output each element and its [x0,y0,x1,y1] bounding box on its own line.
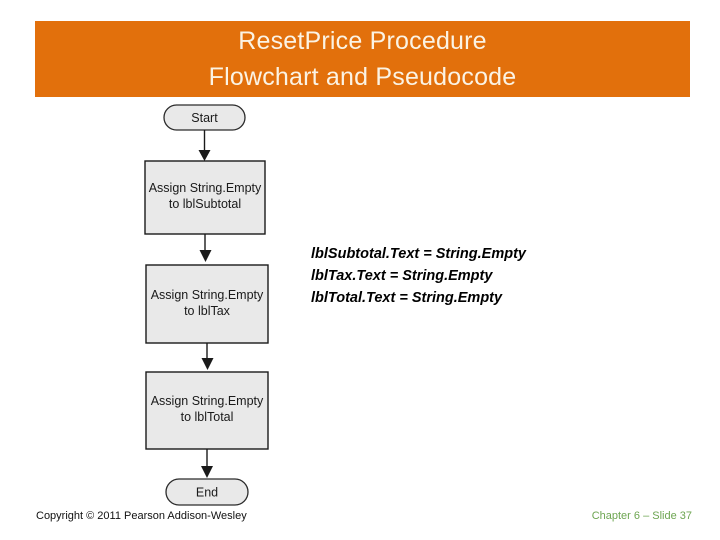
flowchart-node-assign-total[interactable]: Assign String.Empty to lblTotal [145,371,269,450]
assign-tax-label-line-1: Assign String.Empty [151,288,264,302]
footer-chapter-slide: Chapter 6 – Slide 37 [591,510,692,522]
footer-copyright: Copyright © 2011 Pearson Addison-Wesley [36,510,247,522]
end-terminator-label: End [196,486,218,500]
connector-start-to-subtotal [198,130,211,161]
connector-tax-to-total [201,343,214,370]
assign-total-label-line-1: Assign String.Empty [151,394,264,408]
flowchart-node-end[interactable]: End [165,478,249,506]
end-terminator-shape [165,478,249,506]
arrowhead-icon [201,466,213,478]
assign-subtotal-process-shape [144,160,266,235]
flowchart-node-assign-tax[interactable]: Assign String.Empty to lblTax [145,264,269,344]
connector-subtotal-to-tax [199,234,212,262]
assign-tax-label-line-2: to lblTax [184,304,231,318]
assign-subtotal-label-line-2: to lblSubtotal [169,197,241,211]
assign-subtotal-label-line-1: Assign String.Empty [149,181,262,195]
pseudocode-block: lblSubtotal.Text = String.Empty lblTax.T… [311,243,611,309]
pseudocode-line-2: lblTax.Text = String.Empty [311,268,493,284]
slide-title-banner: ResetPrice Procedure Flowchart and Pseud… [35,21,690,97]
arrowhead-icon [198,150,211,161]
flowchart-node-assign-subtotal[interactable]: Assign String.Empty to lblSubtotal [144,160,266,235]
arrowhead-icon [201,358,214,370]
connector-total-to-end [201,449,213,478]
pseudocode-line-1: lblSubtotal.Text = String.Empty [311,246,526,262]
start-terminator-label: Start [191,111,218,125]
flowchart-node-start[interactable]: Start [163,104,246,131]
slide-title-line-2: Flowchart and Pseudocode [208,63,517,91]
pseudocode-line-3: lblTotal.Text = String.Empty [311,290,503,306]
arrowhead-icon [199,250,212,262]
slide-title-line-1: ResetPrice Procedure [238,27,487,55]
assign-total-label-line-2: to lblTotal [181,410,234,424]
assign-tax-process-shape [145,264,269,344]
